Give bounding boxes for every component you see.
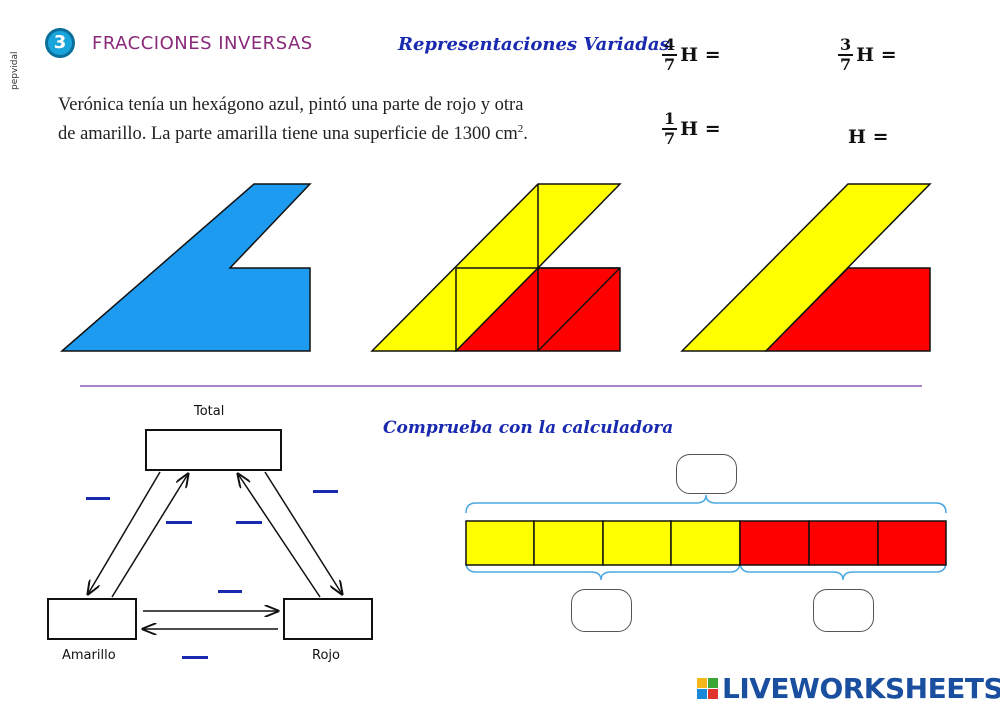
yellow-label: Amarillo — [62, 648, 116, 663]
relation-arrows — [88, 472, 342, 629]
red-segment — [808, 520, 879, 566]
numerator: 4 — [662, 35, 678, 56]
variable-h: H — [856, 44, 875, 66]
denominator: 7 — [664, 55, 676, 74]
operation-blank[interactable] — [236, 521, 262, 524]
page-subtitle: Representaciones Variadas — [398, 34, 670, 55]
operation-blank[interactable] — [313, 490, 338, 493]
total-answer-box[interactable] — [145, 429, 282, 471]
variable-h: H — [680, 44, 699, 66]
equals-sign: = — [704, 118, 721, 140]
equals-sign: = — [880, 44, 897, 66]
denominator: 7 — [664, 129, 676, 148]
fraction-bar — [465, 520, 947, 566]
yellow-segment — [602, 520, 672, 566]
equals-sign: = — [872, 126, 889, 148]
red-segment — [877, 520, 947, 566]
variable-h: H — [848, 126, 866, 148]
operation-blank[interactable] — [182, 656, 208, 659]
yellow-value-box[interactable] — [571, 589, 632, 632]
statement-period: . — [523, 124, 528, 145]
blue-hexagon — [59, 183, 312, 352]
exercise-number-badge: 3 — [45, 28, 75, 58]
statement-exponent: 2 — [517, 123, 524, 135]
liveworksheets-logo: LIVEWORKSHEETS — [697, 672, 1000, 705]
statement-line-2: de amarillo. La parte amarilla tiene una… — [58, 124, 518, 145]
brand-name: LIVEWORKSHEETS — [722, 672, 1000, 705]
operation-blank[interactable] — [166, 521, 192, 524]
problem-statement: Verónica tenía un hexágono azul, pintó u… — [58, 93, 618, 146]
yellow-answer-box[interactable] — [47, 598, 137, 640]
red-trapezoid — [764, 267, 931, 352]
statement-line-1: Verónica tenía un hexágono azul, pintó u… — [58, 95, 524, 115]
bar-braces — [465, 494, 947, 581]
numerator: 1 — [662, 109, 678, 130]
yellow-parallelogram — [680, 183, 932, 352]
operation-blank[interactable] — [86, 497, 110, 500]
red-value-box[interactable] — [813, 589, 874, 632]
yellow-segment — [670, 520, 741, 566]
variable-h: H — [680, 118, 699, 140]
logo-squares-icon — [697, 678, 718, 699]
calculator-title: Comprueba con la calculadora — [383, 418, 674, 438]
hexagon-two-parts — [680, 183, 932, 352]
equals-sign: = — [704, 44, 721, 66]
whole-h: H = — [848, 126, 889, 148]
yellow-segment — [465, 520, 535, 566]
red-label: Rojo — [312, 648, 340, 663]
page-title: FRACCIONES INVERSAS — [92, 33, 313, 54]
hexagon-decomposition — [370, 183, 622, 352]
total-value-box[interactable] — [676, 454, 737, 494]
numerator: 3 — [838, 35, 854, 56]
yellow-segment — [533, 520, 604, 566]
denominator: 7 — [840, 55, 852, 74]
red-answer-box[interactable] — [283, 598, 373, 640]
total-label: Total — [194, 404, 225, 419]
operation-blank[interactable] — [218, 590, 242, 593]
red-segment — [739, 520, 810, 566]
